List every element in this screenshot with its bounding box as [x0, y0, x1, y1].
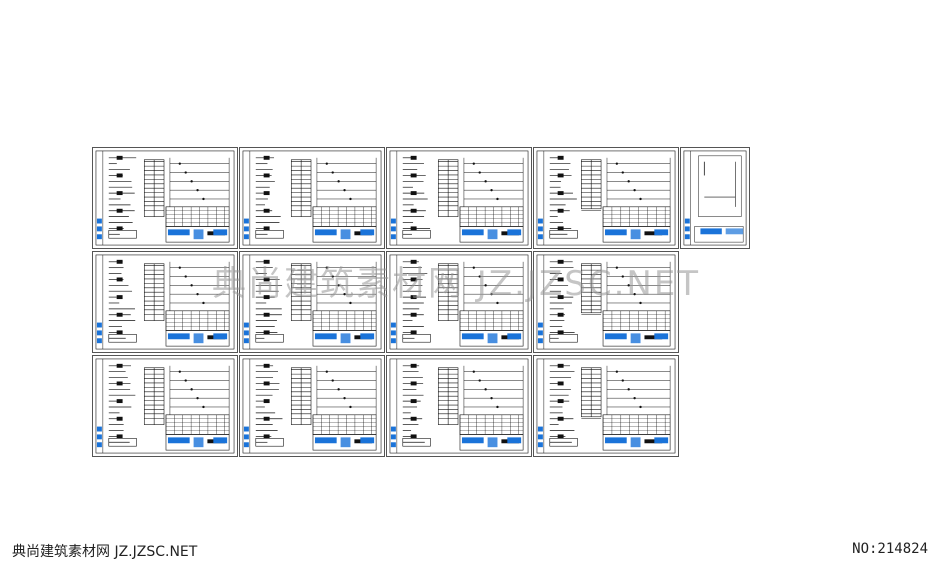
- drawing-sheet: [92, 355, 238, 457]
- drawing-sheet: [386, 355, 532, 457]
- drawing-number: NO:214824: [852, 541, 928, 557]
- schematic-drawing: [240, 356, 384, 456]
- drawing-sheet: [92, 147, 238, 249]
- schematic-drawing: [93, 356, 237, 456]
- site-label: 典尚建筑素材网 JZ.JZSC.NET: [12, 541, 197, 561]
- schematic-drawing: [240, 148, 384, 248]
- watermark-text: 典尚建筑素材网 JZ.JZSC.NET: [212, 256, 700, 305]
- drawing-sheet: [533, 147, 679, 249]
- drawing-sheet: [239, 147, 385, 249]
- schematic-drawing: [387, 148, 531, 248]
- schematic-drawing: [93, 148, 237, 248]
- drawing-sheet: [386, 147, 532, 249]
- schematic-drawing: [387, 356, 531, 456]
- schematic-drawing: [534, 356, 678, 456]
- drawing-sheet: [533, 355, 679, 457]
- schematic-drawing: [534, 148, 678, 248]
- drawing-sheet: [239, 355, 385, 457]
- drawing-sheet: [680, 147, 750, 249]
- schematic-drawing: [681, 148, 749, 248]
